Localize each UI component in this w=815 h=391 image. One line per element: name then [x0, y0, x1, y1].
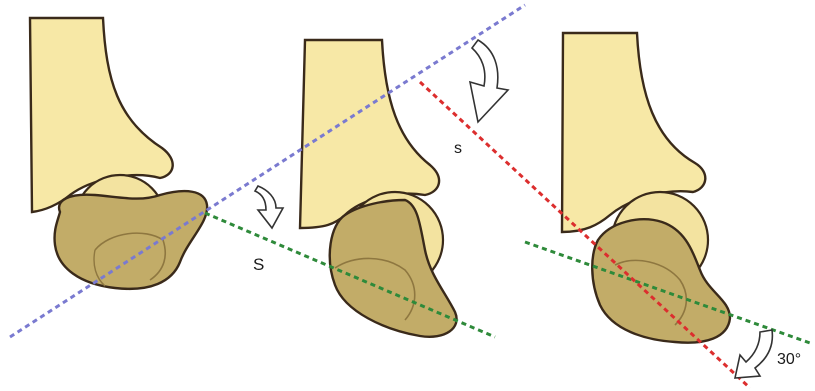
- figure-middle: [300, 40, 457, 337]
- talus-left: [55, 191, 208, 289]
- rotation-arrow-left-icon: [255, 186, 283, 228]
- figure-right: [562, 33, 730, 343]
- figure-left: [30, 18, 207, 289]
- label-s-middle: s: [454, 140, 462, 157]
- talus-right: [592, 219, 730, 342]
- label-angle-30: 30°: [777, 351, 801, 368]
- rotation-arrow-middle-icon: [470, 40, 508, 122]
- label-s-left: S: [253, 255, 264, 274]
- rotation-arrow-right-icon: [735, 330, 772, 378]
